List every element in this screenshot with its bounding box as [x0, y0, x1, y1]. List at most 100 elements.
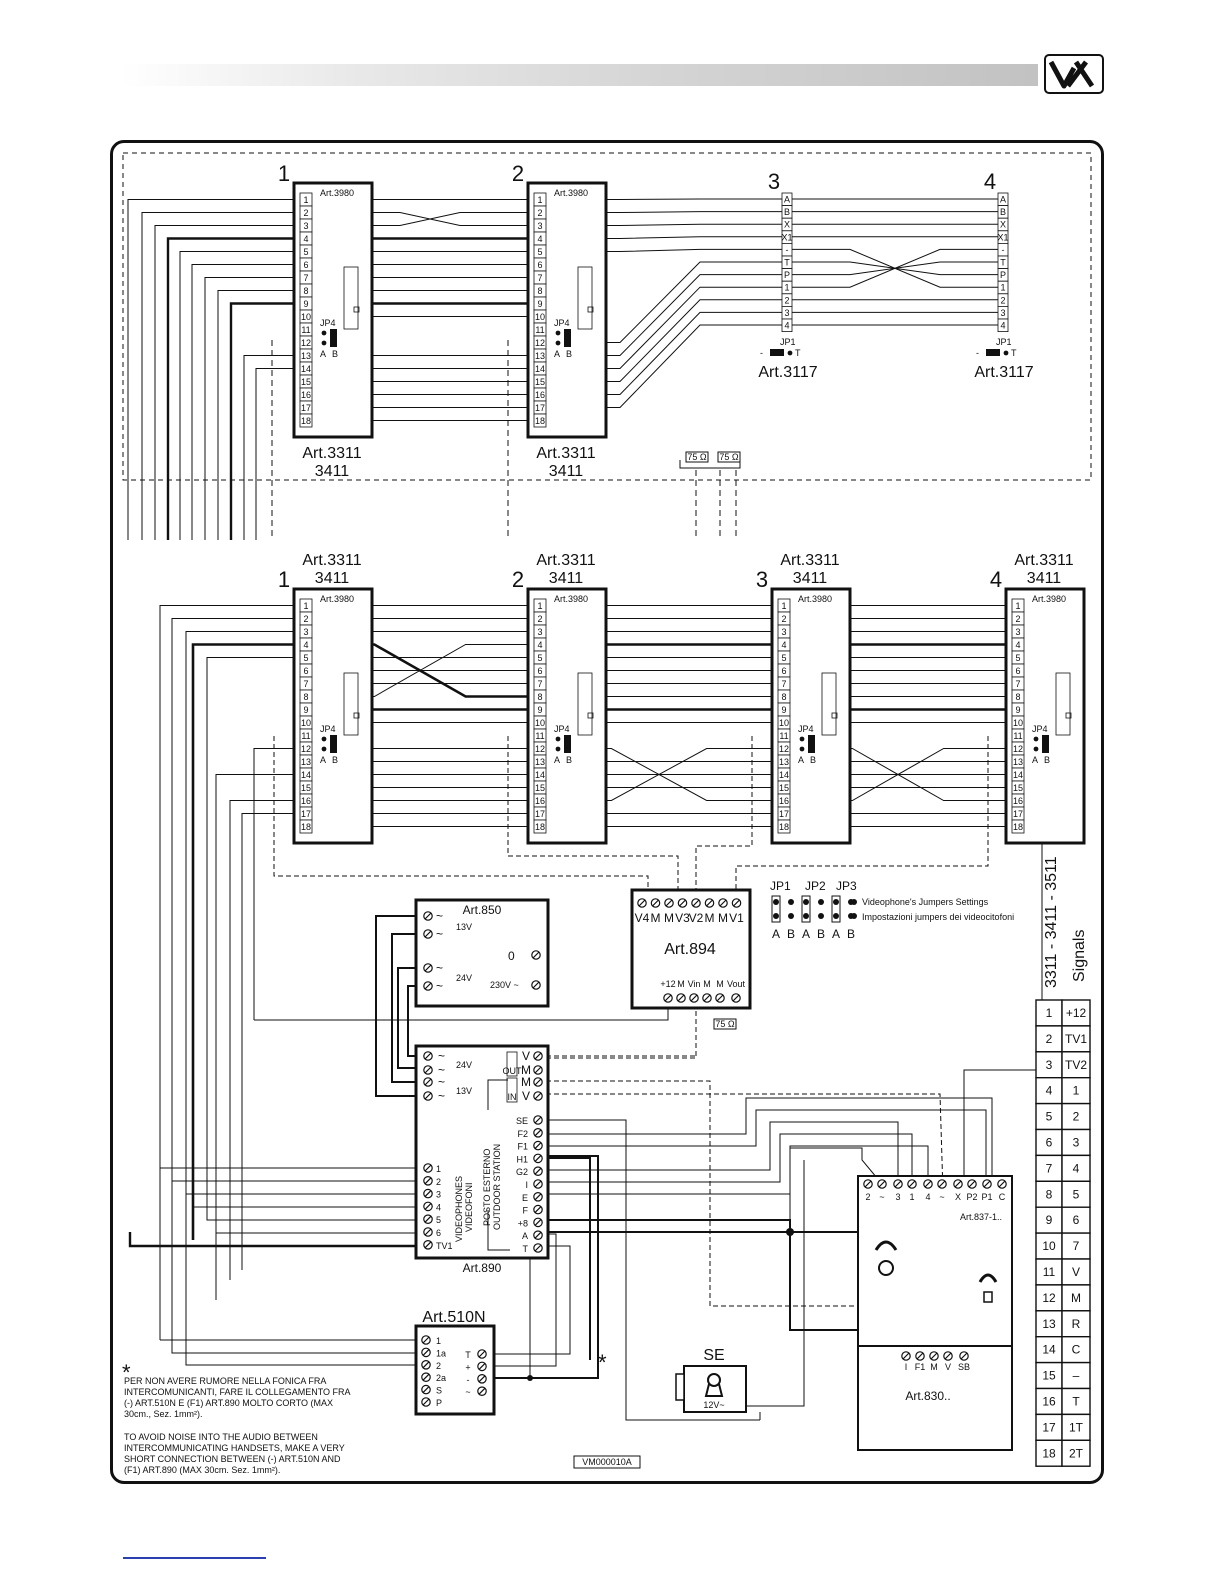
jumper-dot — [566, 341, 570, 345]
distributor-jumper-dot — [1003, 350, 1009, 356]
signals-row-value: – — [1073, 1369, 1080, 1383]
screw-slot — [692, 899, 700, 907]
terminal-number: 18 — [779, 822, 789, 832]
terminal-number: 4 — [1015, 640, 1020, 650]
vertical-videofoni: VIDEOFONI — [464, 1182, 474, 1232]
distributor-pin-label: T — [1000, 258, 1006, 268]
jumper-cap — [330, 329, 337, 347]
signals-row-value: T — [1072, 1395, 1080, 1409]
signals-row-value: 2 — [1073, 1110, 1080, 1124]
jumper-cap — [564, 329, 571, 347]
art837-screw-icon — [967, 1179, 977, 1189]
screw-slot — [534, 1066, 542, 1074]
terminal-number: 1 — [303, 195, 308, 205]
terminal-number: 5 — [303, 247, 308, 257]
footer-link-underline — [123, 1557, 266, 1559]
terminal-number: 10 — [1013, 718, 1023, 728]
screw-slot — [424, 912, 432, 920]
out-term: V — [522, 1049, 530, 1063]
art890-right-term: F1 — [517, 1142, 528, 1152]
note-en-line: INTERCOMMUNICATING HANDSETS, MAKE A VERY — [124, 1443, 345, 1453]
signals-row-value: 6 — [1073, 1213, 1080, 1227]
signals-subtitle: Signals — [1071, 930, 1088, 982]
jp-b-label: B — [332, 755, 338, 765]
signals-row-value: 2T — [1069, 1446, 1084, 1460]
jp4-label: JP4 — [320, 724, 336, 734]
art890-power-screw-icon — [423, 1077, 433, 1087]
art894-top-screw-icon — [691, 898, 701, 908]
art894-top-term: V3 — [675, 911, 690, 925]
art510n-left-screw-icon — [421, 1347, 431, 1358]
lower-module-label: Art.3980 — [798, 594, 832, 604]
terminal-number: 9 — [1015, 705, 1020, 715]
jumper-dot — [810, 737, 814, 741]
signals-val-cell — [1061, 1413, 1091, 1442]
signals-row-number: 8 — [1046, 1187, 1053, 1201]
art837-screw-icon — [982, 1179, 992, 1189]
in-box — [506, 1077, 518, 1103]
art890-right-term: A — [522, 1231, 528, 1241]
art837-term: 3 — [895, 1192, 900, 1202]
art894-bottom-screw-icon — [702, 993, 712, 1003]
art890-right-screw-icon — [533, 1153, 543, 1164]
screw-slot — [478, 1387, 486, 1395]
terminal-number: 9 — [303, 299, 308, 309]
distributor-pin-label: 1 — [784, 283, 789, 293]
signals-row-number: 18 — [1042, 1446, 1056, 1460]
lower-left-feed-wire — [206, 657, 300, 1218]
terminal-number: 2 — [303, 208, 308, 218]
terminal-number: 14 — [1013, 770, 1023, 780]
screw-slot — [944, 1352, 952, 1360]
screw-slot — [534, 1231, 542, 1239]
art837-term: C — [999, 1192, 1006, 1202]
art830-term: SB — [958, 1362, 970, 1372]
art510n-right-term: - — [467, 1375, 470, 1385]
signals-row-number: 16 — [1042, 1395, 1056, 1409]
art894-bottom-screw-icon — [689, 993, 699, 1003]
terminal-number: 14 — [779, 770, 789, 780]
resistor-body — [713, 1018, 737, 1030]
screw-slot — [703, 994, 711, 1002]
art837-title: Art.837-1.. — [960, 1212, 1002, 1222]
video-return-dash — [735, 736, 989, 893]
art850-screw-icon — [531, 980, 541, 990]
terminal-number: 13 — [535, 351, 545, 361]
screw-slot — [716, 994, 724, 1002]
screw-slot — [534, 1180, 542, 1188]
terminal-number: 16 — [535, 390, 545, 400]
terminal-number: 16 — [1013, 796, 1023, 806]
lower-left-feed-wire — [185, 631, 300, 1305]
distributor-pin-label: T — [784, 258, 790, 268]
terminal-number: 7 — [303, 273, 308, 283]
terminal-number: 16 — [301, 390, 311, 400]
terminal-cell — [533, 413, 547, 428]
jumper-dot — [788, 899, 794, 905]
art850-screw-icon — [531, 950, 541, 960]
art894-bottom-term: Vout — [727, 979, 746, 989]
screw-slot — [998, 1180, 1006, 1188]
art890-left-screw-icon — [423, 1240, 433, 1250]
signals-val-cell — [1061, 1310, 1091, 1338]
art890-left-screw-icon — [423, 1163, 433, 1173]
terminal-number: 8 — [537, 692, 542, 702]
art890-video-out-wire — [192, 1120, 428, 1208]
jumper-cap — [801, 895, 811, 923]
terminal-number: 17 — [301, 403, 311, 413]
se-wire — [538, 1119, 760, 1421]
upper-monitor-number: 1 — [278, 161, 290, 186]
screw-slot — [954, 1180, 962, 1188]
upper-left-feed-wire — [204, 277, 300, 540]
jumper-dot — [803, 899, 809, 905]
terminal-number: 7 — [1015, 679, 1020, 689]
legend-dot — [851, 913, 857, 919]
terminal-number: 12 — [535, 744, 545, 754]
screw-slot — [679, 899, 686, 907]
terminal-number: 1 — [537, 601, 542, 611]
screw-slot — [706, 899, 713, 907]
jumper-cap — [831, 895, 841, 923]
screw-slot — [534, 1218, 542, 1226]
art510n-left-term: S — [436, 1386, 442, 1396]
terminal-number: 7 — [781, 679, 786, 689]
header-gradient-bar — [120, 64, 1038, 86]
